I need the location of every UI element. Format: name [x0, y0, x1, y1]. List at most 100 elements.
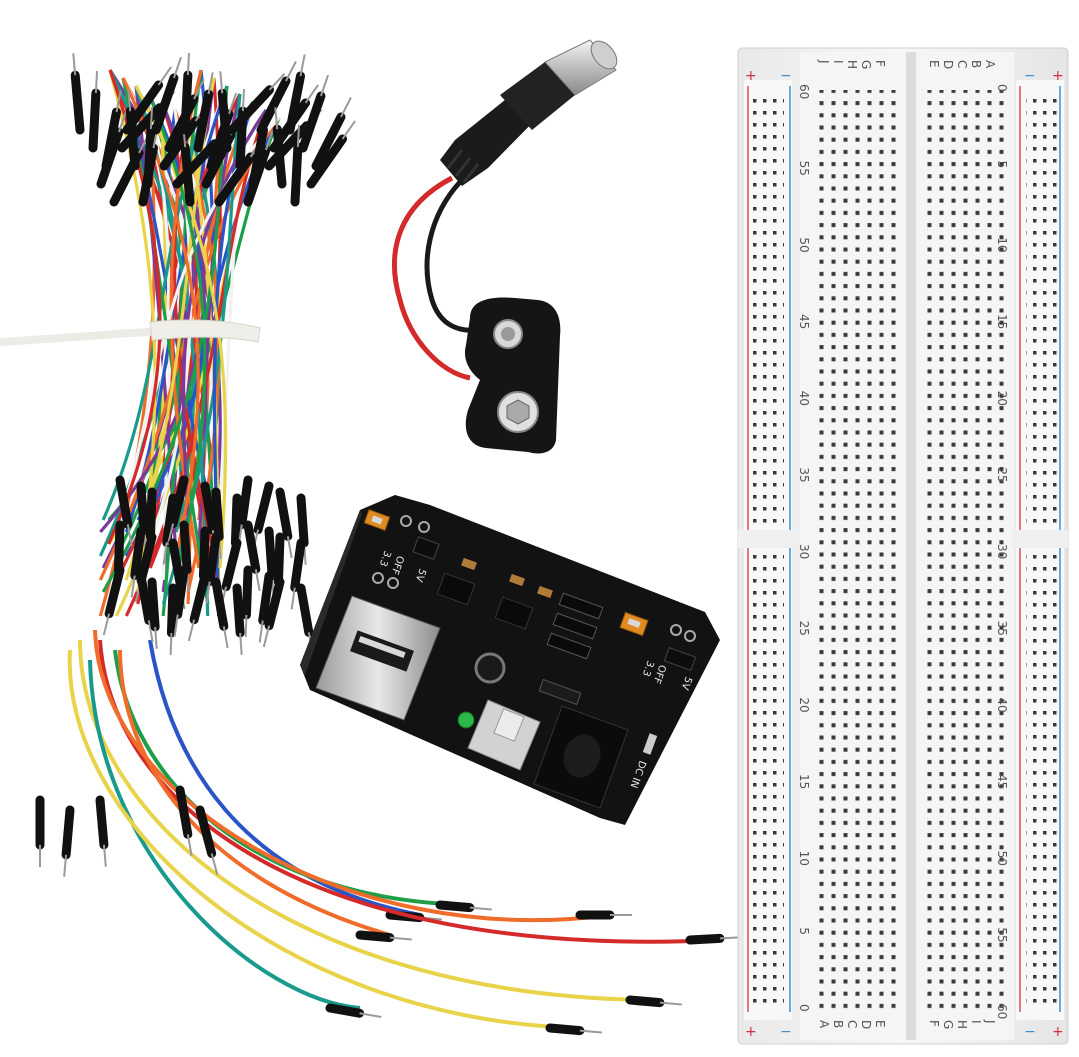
jumper-wire-end — [435, 900, 492, 913]
row-letter: E — [927, 60, 941, 68]
jumper-wire-end — [306, 120, 356, 189]
jumper-wire-end — [166, 475, 189, 546]
column-number: 45 — [995, 774, 1009, 789]
jumper-wire-end — [61, 805, 75, 877]
jumper-wire-end — [88, 71, 101, 153]
jumper-wire-end — [130, 526, 146, 598]
jumper-wire-end — [175, 785, 193, 857]
column-number: 15 — [797, 774, 811, 789]
column-number: 30 — [995, 544, 1009, 559]
row-letter: A — [817, 1020, 831, 1029]
jumper-wire-end — [545, 1023, 602, 1036]
jumper-wire-end — [96, 110, 128, 189]
row-letter: J — [983, 1019, 997, 1024]
column-number: 35 — [797, 467, 811, 482]
module-label-5v-right: 5V — [679, 675, 694, 691]
jumper-wire-end — [217, 71, 232, 153]
rail-plus-top-right: + — [1052, 68, 1064, 84]
row-letter: F — [873, 60, 887, 67]
row-letter: E — [873, 1020, 887, 1028]
jumper-wire-end — [325, 1003, 382, 1019]
column-number: 55 — [995, 927, 1009, 942]
jumper-wire — [148, 639, 421, 917]
column-number: 40 — [995, 697, 1009, 712]
dc-barrel-plug — [440, 39, 618, 186]
column-number: 40 — [797, 391, 811, 406]
rail-plus-bottom-left: + — [745, 1024, 757, 1040]
column-number: 20 — [797, 697, 811, 712]
jumper-wire-end — [685, 933, 742, 945]
column-number: 35 — [995, 621, 1009, 636]
row-letter: G — [941, 1020, 955, 1029]
module-label-5v-left: 5V — [413, 567, 428, 583]
row-letter: H — [955, 1020, 969, 1029]
jumper-wire-end — [235, 89, 248, 171]
column-number: 45 — [797, 314, 811, 329]
column-number: 20 — [995, 391, 1009, 406]
jumper-wire-end — [195, 805, 219, 875]
column-number: 0 — [995, 84, 1009, 92]
jumper-wire-end — [272, 107, 287, 189]
jumper-wire-end — [151, 56, 183, 135]
row-letter: C — [955, 60, 969, 68]
module-label-3v3-right: 3.3 — [640, 659, 656, 678]
jumper-wire-end — [115, 475, 133, 547]
jumper-wire-end — [125, 89, 140, 171]
jumper-wire-end — [180, 53, 193, 135]
jumper-wire-end — [232, 583, 245, 655]
column-number: 55 — [797, 161, 811, 176]
row-letter: B — [969, 60, 983, 68]
cable-tie — [0, 319, 261, 346]
column-number: 10 — [797, 851, 811, 866]
jumper-wire-end — [243, 128, 275, 207]
jumper-wire-end — [258, 571, 274, 643]
jumper-wire-end — [241, 565, 253, 637]
jumper-wire-end — [205, 532, 221, 604]
jumper-wire-end — [243, 520, 261, 592]
row-letter: G — [859, 60, 873, 69]
jumper-wire-end — [173, 565, 189, 637]
dc-jack — [533, 705, 629, 809]
jumper-wire-end — [355, 930, 412, 943]
column-number: 5 — [797, 927, 811, 935]
rail-minus-top-left: − — [780, 68, 792, 84]
column-number: 60 — [995, 1004, 1009, 1019]
rail-minus-top-right: − — [1024, 68, 1036, 84]
jumper-wire-end — [285, 54, 306, 135]
jumper-wire-end — [262, 577, 285, 648]
jumper-wire — [88, 659, 361, 1010]
jumper-wire — [67, 649, 581, 1030]
column-number: 25 — [797, 621, 811, 636]
jumper-wire-end — [147, 577, 160, 649]
jumper-wire — [181, 109, 268, 521]
row-letter: H — [845, 60, 859, 69]
jumper-wire-end — [193, 72, 214, 153]
jumper-wire-end — [211, 577, 229, 649]
column-number: 30 — [797, 544, 811, 559]
jumper-wire-end — [187, 571, 210, 642]
column-number: 60 — [797, 84, 811, 99]
row-letter: D — [941, 60, 955, 69]
jumper-wire-end — [311, 96, 352, 171]
usb-port — [315, 595, 441, 721]
row-letter: B — [831, 1020, 845, 1028]
module-label-3v3-left: 3.3 — [377, 549, 393, 568]
row-letter: A — [983, 60, 997, 69]
jumper-wire — [93, 629, 611, 923]
row-letter: F — [927, 1020, 941, 1027]
column-number: 50 — [995, 851, 1009, 866]
column-number: 25 — [995, 467, 1009, 482]
row-letter: J — [817, 59, 831, 64]
breadboard-power-module: OFF 3.3 5V OFF 3.3 5V DC IN — [300, 495, 720, 825]
column-number: 50 — [797, 237, 811, 252]
column-number: 10 — [995, 237, 1009, 252]
row-letter: C — [845, 1020, 859, 1028]
rail-minus-bottom-right: − — [1024, 1024, 1036, 1040]
jumper-wire-end — [166, 583, 178, 655]
row-letter: D — [859, 1020, 873, 1029]
column-number: 15 — [995, 314, 1009, 329]
battery-snap-dc-plug — [391, 39, 618, 454]
rail-minus-bottom-left: − — [780, 1024, 792, 1040]
